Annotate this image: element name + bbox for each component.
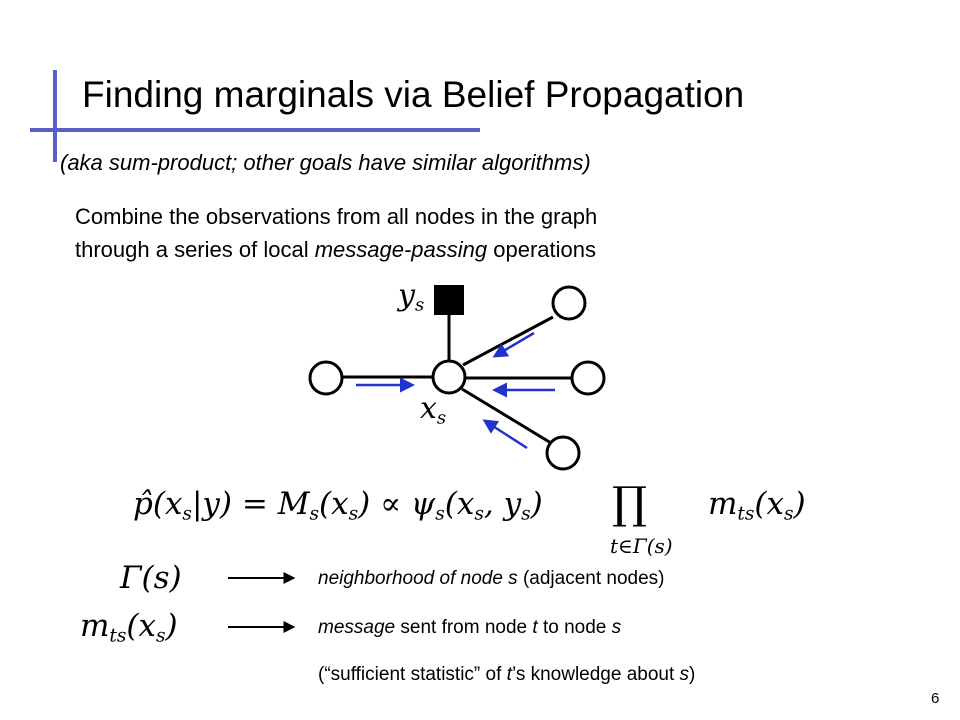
body-text: Combine the observations from all nodes … xyxy=(75,200,597,266)
marginal-formula: p̂(xs|y) = Ms(xs) ∝ ψs(xs, ys) xyxy=(133,486,543,525)
message-passing-emphasis: message-passing xyxy=(314,237,488,262)
accent-horizontal-bar xyxy=(30,128,480,132)
gamma-definition: neighborhood of node s (adjacent nodes) xyxy=(318,568,665,589)
lower-right-node xyxy=(545,435,581,471)
gamma-symbol: Γ(s) xyxy=(120,560,182,596)
center-node-label: xs xyxy=(420,391,447,429)
slide-subtitle: (aka sum-product; other goals have simil… xyxy=(60,150,591,175)
product-index: t∈Γ(s) xyxy=(610,534,673,558)
observed-node-label: ys xyxy=(398,278,425,316)
message-arrow-lower-right xyxy=(482,419,528,450)
accent-vertical-bar xyxy=(53,70,57,162)
center-node xyxy=(431,359,467,395)
edge-lower-right xyxy=(461,387,552,445)
sufficient-statistic-note: (“sufficient statistic” of t’s knowledge… xyxy=(318,664,696,685)
edge-upper-right xyxy=(462,315,554,367)
message-definition: message sent from node t to node s xyxy=(318,617,622,638)
right-node xyxy=(570,360,606,396)
upper-right-node xyxy=(551,285,587,321)
body-line-1: Combine the observations from all nodes … xyxy=(75,204,598,229)
message-term: mts(xs) xyxy=(708,486,806,525)
body-line-2: through a series of local message-passin… xyxy=(75,237,596,262)
page-number: 6 xyxy=(931,690,940,707)
observed-node xyxy=(434,285,464,315)
product-symbol: ∏ xyxy=(612,478,648,529)
message-arrow-upper-right xyxy=(492,331,535,358)
left-node xyxy=(308,360,344,396)
slide-title: Finding marginals via Belief Propagation xyxy=(82,74,745,115)
message-symbol: mts(xs) xyxy=(80,608,178,647)
